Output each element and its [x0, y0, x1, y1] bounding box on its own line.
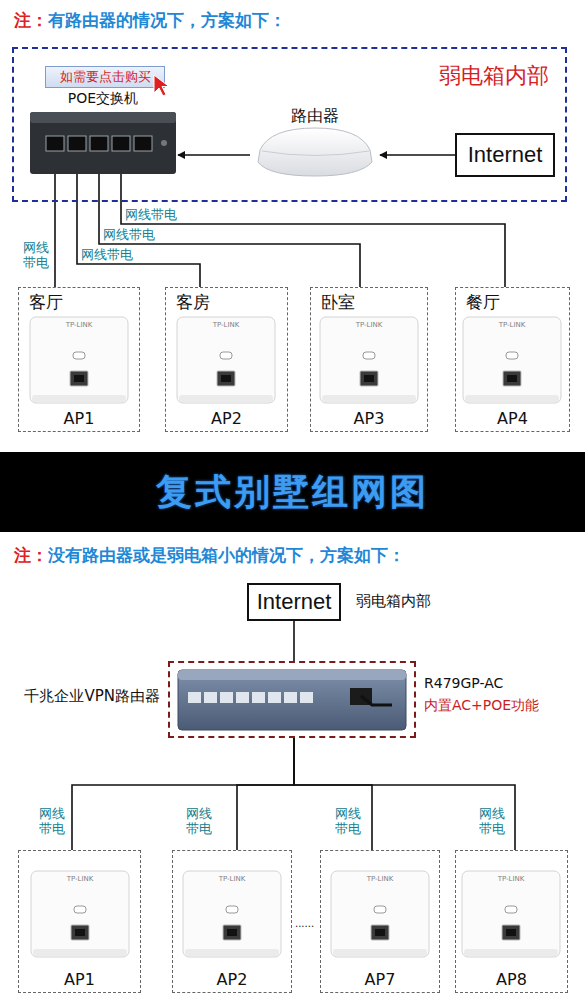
brand-logo: TP-LINK	[461, 875, 561, 884]
ap-box: AP2	[172, 850, 292, 993]
cable-line	[293, 621, 295, 661]
button-text: 如需要点击购买	[46, 69, 164, 85]
brand-logo: TP-LINK	[330, 875, 430, 884]
note-text: 有路由器的情况下，方案如下：	[48, 10, 286, 30]
ellipsis: ......	[295, 918, 314, 930]
device-name: 路由器	[250, 106, 380, 125]
cable-line	[54, 174, 56, 287]
cable-line	[99, 174, 360, 287]
cable-line	[380, 154, 455, 156]
router-node: 路由器	[250, 106, 380, 176]
cable-line	[294, 738, 372, 850]
ap-panel	[183, 871, 281, 957]
brand-logo: TP-LINK	[462, 321, 562, 330]
cable-line	[121, 174, 505, 287]
ap-box: AP8	[455, 850, 568, 993]
cable-line	[294, 738, 515, 850]
note-prefix: 注：	[14, 10, 48, 30]
cabinet-region: 弱电箱内部 如需要点击购买 POE交换机路由器 Internet	[12, 47, 567, 202]
ap-panel	[463, 317, 561, 403]
room-box: 餐厅 AP4	[455, 287, 570, 432]
cable-label: 网线带电	[478, 806, 507, 836]
note-prefix: 注：	[14, 545, 48, 565]
cable-label: 网线带电	[124, 207, 178, 222]
internet-text: Internet	[249, 589, 339, 615]
model-number: R479GP-AC	[424, 675, 503, 692]
cable-label: 网线带电	[38, 806, 67, 836]
note-text: 没有路由器或是弱电箱小的情况下，方案如下：	[48, 545, 405, 565]
ap-box: AP1	[18, 850, 141, 993]
room-name: 客厅	[29, 292, 63, 312]
brand-logo: TP-LINK	[29, 321, 129, 330]
internet-box: Internet	[247, 583, 341, 621]
ap-panel	[31, 871, 129, 957]
ap-panel	[331, 871, 429, 957]
room-box: 卧室 AP3	[310, 287, 428, 432]
brand-logo: TP-LINK	[319, 321, 419, 330]
ap-panel	[320, 317, 418, 403]
room-name: 餐厅	[466, 292, 500, 312]
cable-label: 网线带电	[102, 227, 156, 242]
cable-label: 网线带电	[185, 806, 214, 836]
cable-line	[178, 154, 250, 156]
side-note: 弱电箱内部	[356, 592, 431, 610]
ap-name: AP1	[19, 409, 139, 428]
cable-line	[72, 738, 294, 850]
device-name: POE交换机	[28, 90, 178, 107]
internet-text: Internet	[457, 142, 553, 168]
band-title: 复式别墅组网图	[0, 470, 585, 514]
cable-label: 网线带电	[334, 806, 363, 836]
switch-node: POE交换机	[28, 90, 178, 174]
room-box: 客厅 AP1	[18, 287, 140, 432]
poe-switch	[30, 112, 176, 174]
region-title: 弱电箱内部	[439, 63, 549, 89]
cable-line	[77, 174, 200, 287]
cable-line	[237, 738, 294, 850]
brand-logo: TP-LINK	[30, 875, 130, 884]
ap-name: AP2	[166, 409, 287, 428]
ap-panel	[177, 317, 275, 403]
home-router	[258, 128, 372, 176]
title-band: 复式别墅组网图	[0, 452, 585, 532]
cable-label: 网线带电	[80, 247, 134, 262]
ap-panel	[30, 317, 128, 403]
router-frame: 千兆企业VPN路由器R479GP-AC内置AC+POE功能	[168, 661, 416, 738]
ap-name: AP1	[19, 970, 140, 989]
ap-name: AP7	[321, 970, 439, 989]
room-name: 客房	[176, 292, 210, 312]
ap-box: AP7	[320, 850, 440, 993]
feature-note: 内置AC+POE功能	[424, 697, 539, 714]
vpn-router	[178, 670, 406, 730]
brand-logo: TP-LINK	[176, 321, 276, 330]
ap-name: AP8	[456, 970, 567, 989]
device-name: 千兆企业VPN路由器	[24, 687, 160, 705]
room-box: 客房 AP2	[165, 287, 288, 432]
ap-name: AP3	[311, 409, 427, 428]
room-name: 卧室	[321, 292, 355, 312]
cable-label: 网线带电	[22, 240, 51, 270]
cursor-icon	[152, 74, 172, 98]
ap-name: AP2	[173, 970, 291, 989]
ap-panel	[462, 871, 560, 957]
brand-logo: TP-LINK	[182, 875, 282, 884]
internet-box: Internet	[455, 133, 555, 177]
ap-name: AP4	[456, 409, 569, 428]
buy-button: 如需要点击购买	[45, 66, 165, 88]
